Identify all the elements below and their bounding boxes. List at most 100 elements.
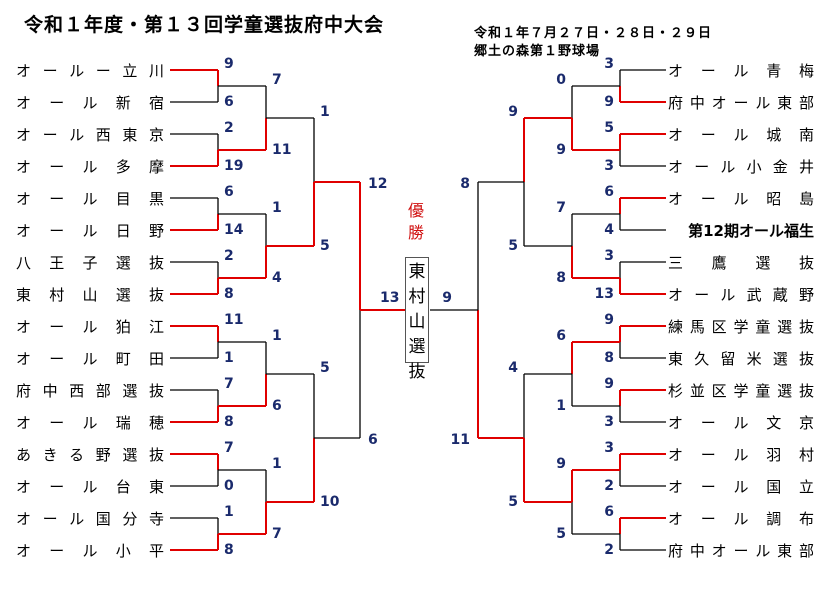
right-r1-score: 3	[604, 440, 614, 456]
left-r1-score: 0	[224, 478, 234, 494]
right-team-name: 東久留米選抜	[668, 350, 814, 368]
right-r1-score: 3	[604, 158, 614, 174]
champion-team-name: 東村山選抜	[408, 262, 426, 382]
right-team-name: 三鷹選抜	[668, 254, 814, 272]
left-r1-score: 7	[224, 376, 234, 392]
right-r2-score: 0	[556, 72, 566, 88]
left-r3-score: 10	[320, 494, 340, 510]
right-r1-score: 6	[604, 504, 614, 520]
right-r3-score: 9	[508, 104, 518, 120]
left-r2-score: 1	[272, 456, 282, 472]
left-r1-score: 7	[224, 440, 234, 456]
left-team-name: オール目黒	[16, 190, 164, 208]
right-r2-score: 1	[556, 398, 566, 414]
left-r2-score: 4	[272, 270, 282, 286]
right-team-name: オール城南	[668, 126, 814, 144]
left-team-name: オール多摩	[16, 158, 164, 176]
right-team-name: オール国立	[668, 478, 814, 496]
right-r2-score: 7	[556, 200, 566, 216]
right-r1-score: 3	[604, 414, 614, 430]
right-r1-score: 5	[604, 120, 614, 136]
right-r2-score: 9	[556, 142, 566, 158]
left-r2-score: 7	[272, 72, 282, 88]
left-r1-score: 8	[224, 286, 234, 302]
left-r1-score: 11	[224, 312, 243, 328]
final-score-left: 13	[380, 290, 399, 306]
champion-label: 優勝	[407, 201, 424, 242]
right-r1-score: 2	[604, 542, 614, 558]
right-r1-score: 9	[604, 376, 614, 392]
left-team-name: オール日野	[16, 222, 164, 240]
right-team-name: オール青梅	[668, 62, 814, 80]
left-r3-score: 1	[320, 104, 330, 120]
right-r2-score: 9	[556, 456, 566, 472]
left-team-name: オール町田	[16, 350, 164, 368]
left-r1-score: 1	[224, 504, 234, 520]
left-team-name: オール国分寺	[16, 510, 164, 528]
right-r4-score: 11	[451, 432, 470, 448]
left-r3-score: 5	[320, 238, 330, 254]
right-team-name: オール小金井	[668, 158, 814, 176]
right-r4-score: 8	[460, 176, 470, 192]
right-r2-score: 5	[556, 526, 566, 542]
right-r1-score: 3	[604, 56, 614, 72]
right-team-name: 第12期オール福生	[688, 222, 814, 240]
right-r1-score: 2	[604, 478, 614, 494]
tournament-dates: 令和１年７月２７日・２８日・２９日	[474, 26, 713, 41]
left-team-name: オール新宿	[16, 94, 164, 112]
right-r1-score: 6	[604, 184, 614, 200]
right-r1-score: 8	[604, 350, 614, 366]
left-r1-score: 6	[224, 94, 234, 110]
right-r2-score: 6	[556, 328, 566, 344]
right-team-name: 府中オール東部	[668, 94, 814, 112]
right-r1-score: 4	[604, 222, 614, 238]
right-team-name: 府中オール東部	[668, 542, 814, 560]
left-team-name: 東村山選抜	[16, 286, 164, 304]
left-r4-score: 6	[368, 432, 378, 448]
left-r2-score: 6	[272, 398, 282, 414]
final-score-right: 9	[442, 290, 452, 306]
left-team-name: 府中西部選抜	[16, 382, 164, 400]
right-r2-score: 8	[556, 270, 566, 286]
right-team-name: 練馬区学童選抜	[668, 318, 814, 336]
champion-team-box: 東村山選抜	[405, 257, 429, 382]
right-team-name: オール文京	[668, 414, 814, 432]
right-team-name: 杉並区学童選抜	[668, 382, 814, 400]
left-team-name: 八王子選抜	[16, 254, 164, 272]
left-r2-score: 11	[272, 142, 291, 158]
left-team-name: オール狛江	[16, 318, 164, 336]
left-r1-score: 2	[224, 248, 234, 264]
right-team-name: オール武蔵野	[668, 286, 814, 304]
left-r1-score: 1	[224, 350, 234, 366]
left-r1-score: 8	[224, 414, 234, 430]
right-r1-score: 9	[604, 94, 614, 110]
left-team-name: オール小平	[16, 542, 164, 560]
left-r4-score: 12	[368, 176, 387, 192]
left-r1-score: 19	[224, 158, 243, 174]
right-team-name: オール調布	[668, 510, 814, 528]
left-team-name: あきる野選抜	[16, 446, 164, 464]
right-team-name: オール羽村	[668, 446, 814, 464]
left-r2-score: 1	[272, 200, 282, 216]
right-r1-score: 3	[604, 248, 614, 264]
right-r3-score: 4	[508, 360, 518, 376]
tournament-title: 令和１年度・第１３回学童選抜府中大会	[24, 14, 385, 36]
left-r2-score: 1	[272, 328, 282, 344]
left-team-name: オール瑞穂	[16, 414, 164, 432]
tournament-venue: 郷土の森第１野球場	[474, 44, 601, 59]
left-team-name: オール台東	[16, 478, 164, 496]
right-r1-score: 13	[595, 286, 614, 302]
left-team-name: オールー立川	[16, 62, 164, 80]
left-r1-score: 2	[224, 120, 234, 136]
left-r1-score: 6	[224, 184, 234, 200]
right-r1-score: 9	[604, 312, 614, 328]
left-r3-score: 5	[320, 360, 330, 376]
right-team-name: オール昭島	[668, 190, 814, 208]
right-r3-score: 5	[508, 494, 518, 510]
left-r1-score: 8	[224, 542, 234, 558]
left-team-name: オール西東京	[16, 126, 164, 144]
left-r2-score: 7	[272, 526, 282, 542]
left-r1-score: 9	[224, 56, 234, 72]
left-r1-score: 14	[224, 222, 244, 238]
